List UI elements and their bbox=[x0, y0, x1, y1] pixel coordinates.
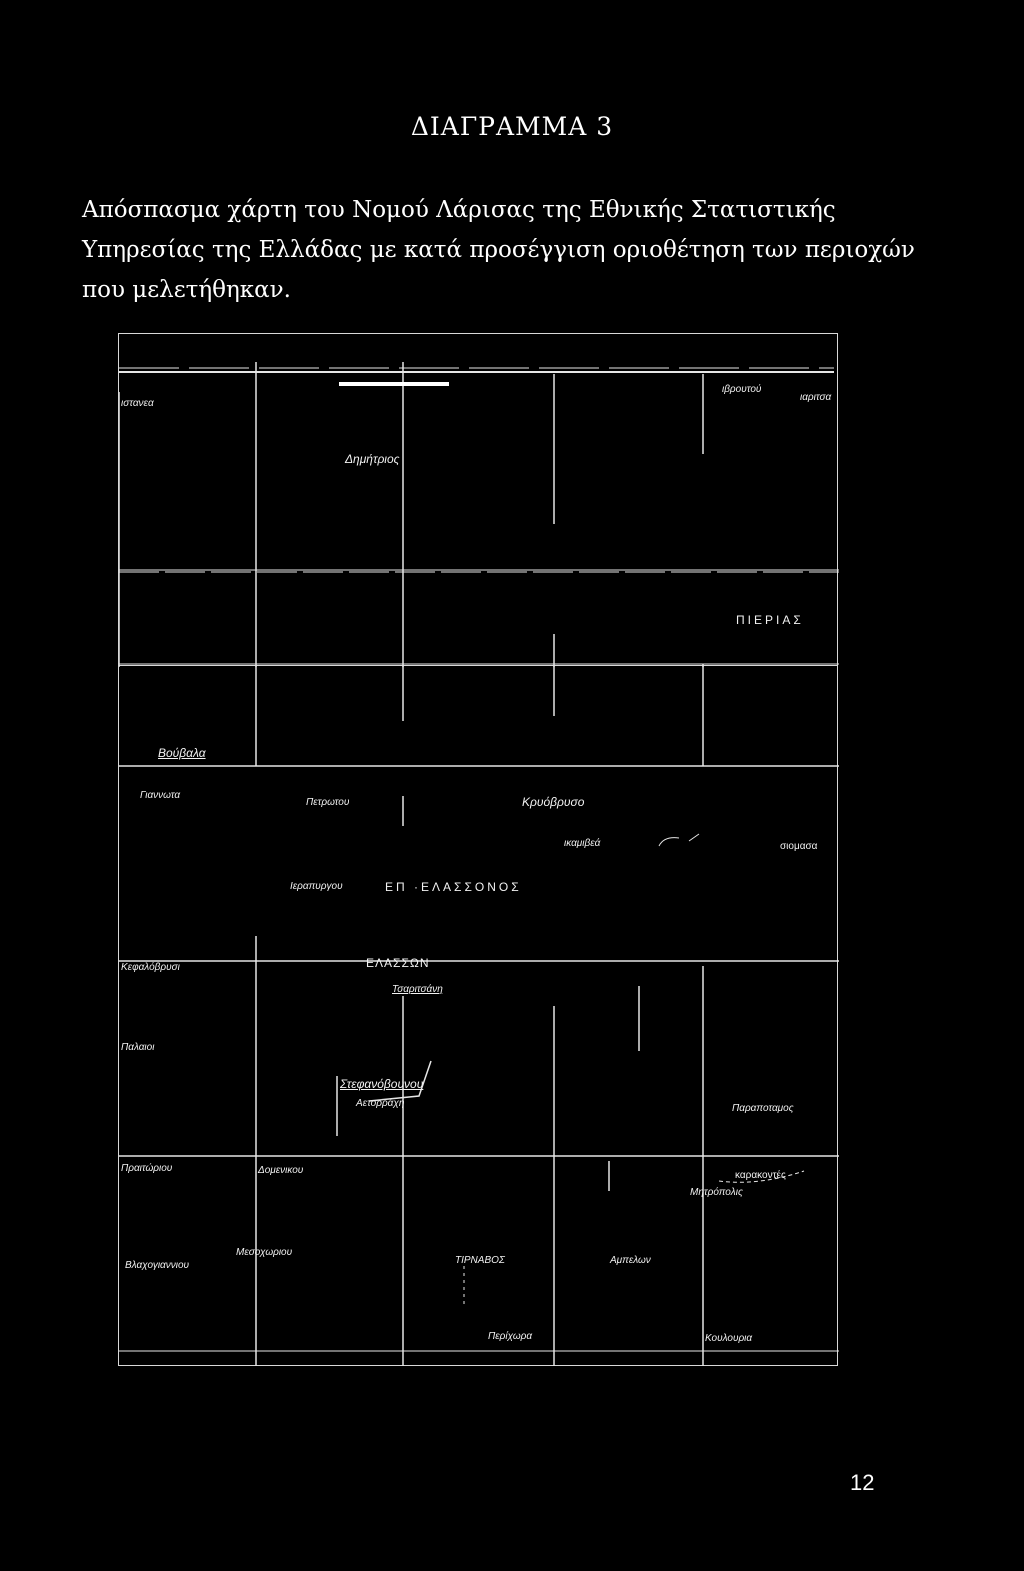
place-label-tsaritsani: Τσαριτσάνη bbox=[392, 984, 443, 995]
boundary-trace bbox=[336, 1060, 432, 1136]
place-label-istanea: ιστανεα bbox=[121, 398, 154, 409]
page-number: 12 bbox=[850, 1470, 875, 1495]
place-label-tirnavos: ΤΙΡΝΑΒΟΣ bbox=[455, 1255, 505, 1266]
place-label-vlachogiannio: Βλαχογιαννιου bbox=[125, 1260, 190, 1271]
place-label-elasson: ΕΛΑΣΣΩΝ bbox=[366, 956, 430, 970]
place-label-voudala: Βούβαλα bbox=[158, 746, 206, 760]
place-label-kefalovrysi: Κεφαλόβρυσι bbox=[121, 962, 180, 973]
boundary-trace bbox=[718, 1170, 805, 1183]
place-label-ep-elassonos: ΕΠ ·ΕΛΑΣΣΟΝΟΣ bbox=[385, 880, 522, 894]
map-caption: Απόσπασμα χάρτη του Νομού Λάρισας της Εθ… bbox=[82, 197, 915, 303]
map-upper-panel bbox=[118, 333, 839, 667]
place-label-petroutou: Πετρωτου bbox=[306, 797, 350, 808]
place-label-ikamivea: ικαμιβεά bbox=[564, 838, 601, 849]
place-label-karitsa: ιαριτσα bbox=[800, 392, 832, 403]
place-label-mesochoriou: Μεσοχωριου bbox=[236, 1247, 293, 1258]
place-label-siomasa: σιομασα bbox=[780, 841, 818, 852]
place-label-palaioi: Παλαιοι bbox=[121, 1042, 155, 1053]
place-label-giannota: Γιαννωτα bbox=[140, 790, 181, 801]
place-label-mitropolos: Μητρόπολις bbox=[690, 1187, 743, 1198]
place-label-aetorrachi: Αετορράχη bbox=[356, 1098, 405, 1109]
place-label-stefanovouno: Στεφανόβουνου bbox=[340, 1077, 424, 1091]
heavy-bar bbox=[339, 382, 449, 386]
map-lower-panel bbox=[118, 666, 839, 1366]
boundary-trace bbox=[658, 833, 700, 847]
map-upper-lines bbox=[119, 362, 839, 667]
place-label-perichora: Περίχωρα bbox=[488, 1331, 533, 1342]
place-label-paraopotamos: Παραποταμος bbox=[732, 1103, 794, 1114]
place-label-krioneri: Κρυόβρυσο bbox=[522, 795, 585, 809]
map-lower-lines bbox=[119, 666, 839, 1366]
place-label-domenikou: Δομενικου bbox=[258, 1165, 304, 1176]
place-label-koulouria: Κουλουρια bbox=[705, 1333, 753, 1344]
place-label-dimitrios: Δημήτριος bbox=[345, 452, 400, 466]
place-label-karakontes: καρακοντές bbox=[735, 1170, 786, 1181]
place-label-pierias: ΠΙΕΡΙΑΣ bbox=[736, 613, 804, 627]
place-label-ierapyrgou: Ιεραπυργου bbox=[290, 881, 343, 892]
place-label-ampelon: Αμπελων bbox=[610, 1255, 651, 1266]
place-label-praitoriou: Πραιτώριου bbox=[121, 1163, 173, 1174]
page-title: ΔΙΑΓΡΑΜΜΑ 3 bbox=[410, 112, 614, 141]
place-label-ibroutou: ιβρουτού bbox=[722, 384, 762, 395]
